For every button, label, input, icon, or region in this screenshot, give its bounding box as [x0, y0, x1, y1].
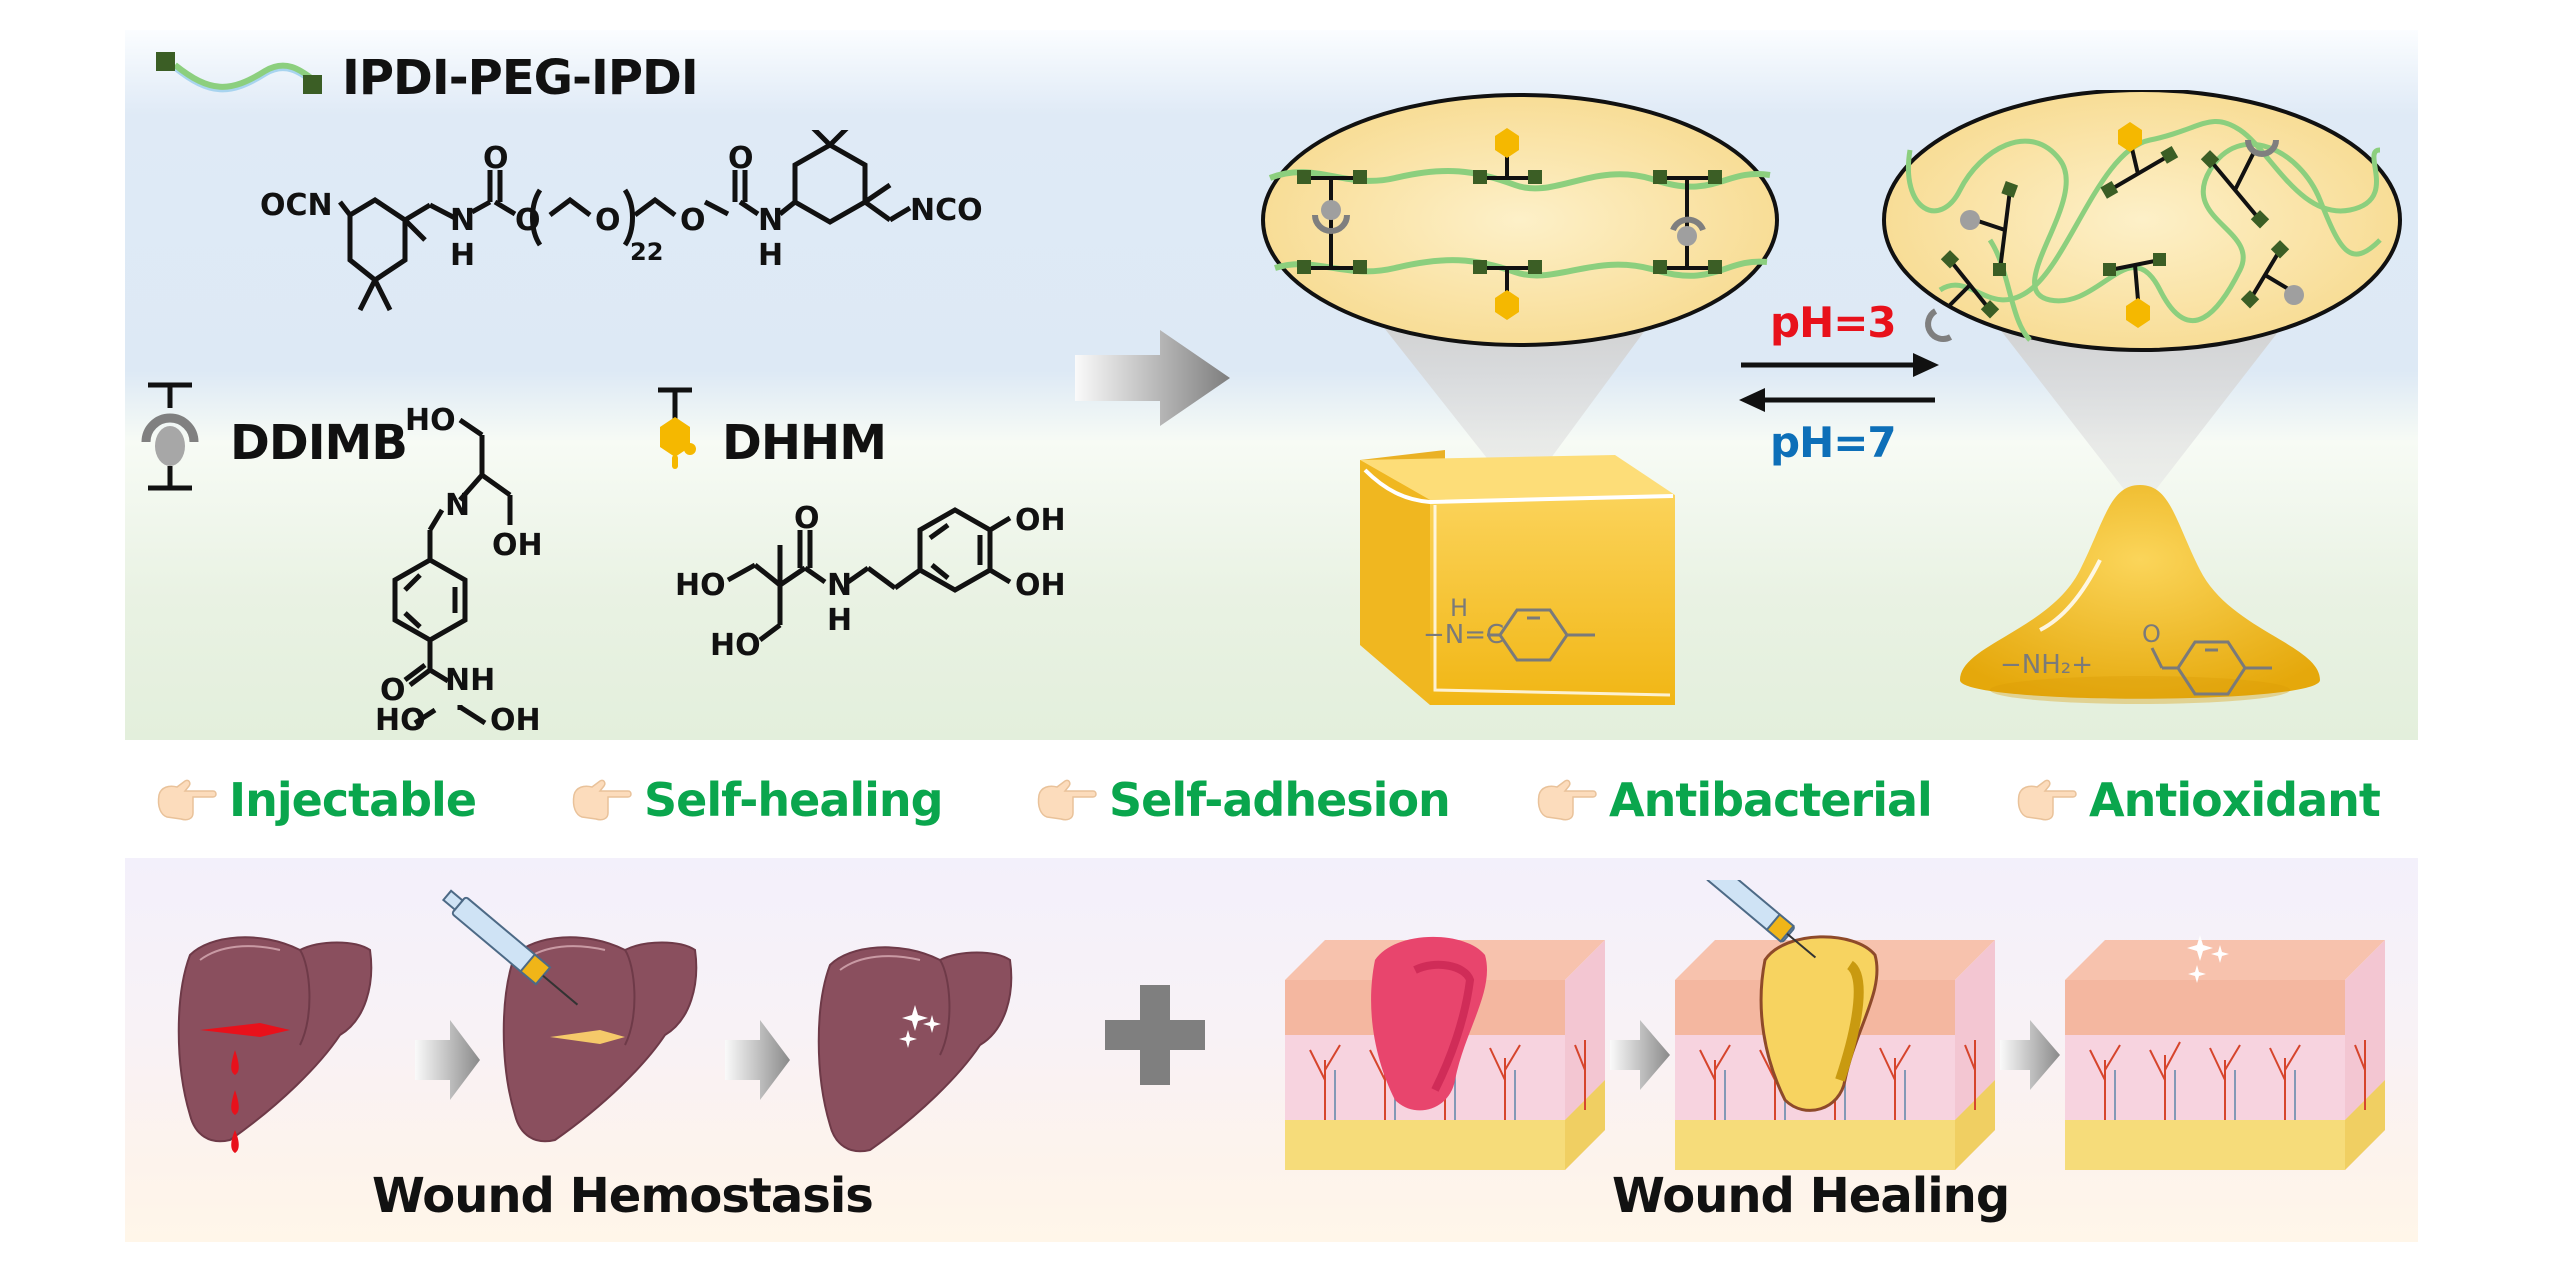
step-arrow-icon	[725, 1020, 790, 1100]
ddimb-o: O	[380, 673, 406, 708]
polymer-n-right: N	[758, 203, 783, 238]
step-arrow-icon	[2000, 1020, 2060, 1090]
sol-network-zoom: −NH₂+ O	[1882, 90, 2402, 704]
ddimb-nh: NH	[445, 663, 495, 698]
step-arrow-icon	[415, 1020, 480, 1100]
polymer-n-left: N	[450, 203, 475, 238]
polymer-o-right: O	[728, 141, 754, 176]
pointing-hand-icon	[1537, 779, 1597, 821]
ddimb-crosslinker-icon	[141, 382, 199, 491]
hydrogel-filled-wound-skin	[1675, 880, 1995, 1170]
healed-skin	[2065, 935, 2385, 1170]
polymer-ester-o-right: O	[680, 203, 706, 238]
ddimb-label: DDIMB	[230, 415, 408, 471]
process-arrow-icon	[1075, 330, 1230, 426]
forward-condition: pH=3	[1770, 298, 1897, 347]
dhhm-label: DHHM	[722, 415, 887, 471]
ddimb-oh-right: OH	[492, 528, 543, 563]
dhhm-oh-top: OH	[1015, 503, 1066, 538]
hemostasis-illustration	[177, 889, 1205, 1153]
feature-injectable: Injectable	[155, 773, 477, 827]
zoom-cone	[1370, 310, 1660, 500]
dhhm-o: O	[794, 501, 820, 536]
pointing-hand-icon	[157, 779, 217, 821]
feature-self-adhesion: Self-adhesion	[1035, 773, 1451, 827]
polymer-left-group: OCN	[260, 188, 333, 223]
feature-antioxidant: Antioxidant	[2015, 773, 2381, 827]
step-arrow-icon	[1610, 1020, 1670, 1090]
dhhm-structure: OH OH O HO HO N H	[675, 501, 1066, 663]
ddimb-ho-bottom: HO	[375, 703, 426, 735]
pointing-hand-icon	[1037, 779, 1097, 821]
bleeding-liver	[177, 936, 373, 1153]
dhhm-crosslinker-icon	[658, 387, 696, 469]
hemostasis-label: Wound Hemostasis	[372, 1168, 874, 1224]
polymer-chain-icon	[156, 52, 322, 94]
feature-label: Antioxidant	[2089, 773, 2381, 827]
ddimb-oh-bottom: OH	[490, 703, 541, 735]
ddimb-structure: HO N OH O NH HO OH	[375, 403, 543, 735]
gel-network-zoom: H −N=C	[1261, 93, 1779, 705]
feature-label: Antibacterial	[1609, 773, 1933, 827]
reverse-condition: pH=7	[1770, 418, 1897, 467]
polymer-structure: OCN N H O O O 22 O O N H NCO	[260, 130, 983, 312]
polymer-repeat-count: 22	[630, 238, 663, 266]
ddimb-n: N	[445, 488, 470, 523]
feature-label: Injectable	[229, 773, 477, 827]
polymer-o-left: O	[483, 141, 509, 176]
ddimb-ho-top: HO	[405, 403, 456, 438]
sol-bond-o: O	[2142, 620, 2161, 648]
feature-label: Self-adhesion	[1109, 773, 1451, 827]
polymer-h-right: H	[758, 238, 783, 273]
polymer-ester-o-left: O	[515, 203, 541, 238]
injected-liver	[441, 889, 698, 1143]
feature-self-healing: Self-healing	[570, 773, 944, 827]
plus-icon	[1105, 985, 1205, 1085]
dhhm-ho-bottom: HO	[710, 628, 761, 663]
feature-label: Self-healing	[644, 773, 944, 827]
polymer-label: IPDI-PEG-IPDI	[342, 50, 699, 106]
open-wound-skin	[1285, 936, 1605, 1170]
dhhm-ho-left: HO	[675, 568, 726, 603]
dhhm-h: H	[827, 603, 852, 638]
sol-bond-amine: −NH₂+	[2000, 650, 2093, 680]
dhhm-oh-mid: OH	[1015, 568, 1066, 603]
pointing-hand-icon	[572, 779, 632, 821]
wound-healing-label: Wound Healing	[1612, 1168, 2010, 1224]
polymer-right-group: NCO	[910, 193, 983, 228]
polymer-repeat-o: O	[595, 203, 621, 238]
feature-antibacterial: Antibacterial	[1535, 773, 1933, 827]
equilibrium-arrows	[1739, 353, 1939, 412]
healed-liver	[817, 946, 1013, 1153]
dhhm-n: N	[827, 568, 852, 603]
polymer-h-left: H	[450, 238, 475, 273]
pointing-hand-icon	[2017, 779, 2077, 821]
gel-bond-h: H	[1450, 594, 1468, 622]
wound-healing-illustration	[1285, 880, 2385, 1170]
